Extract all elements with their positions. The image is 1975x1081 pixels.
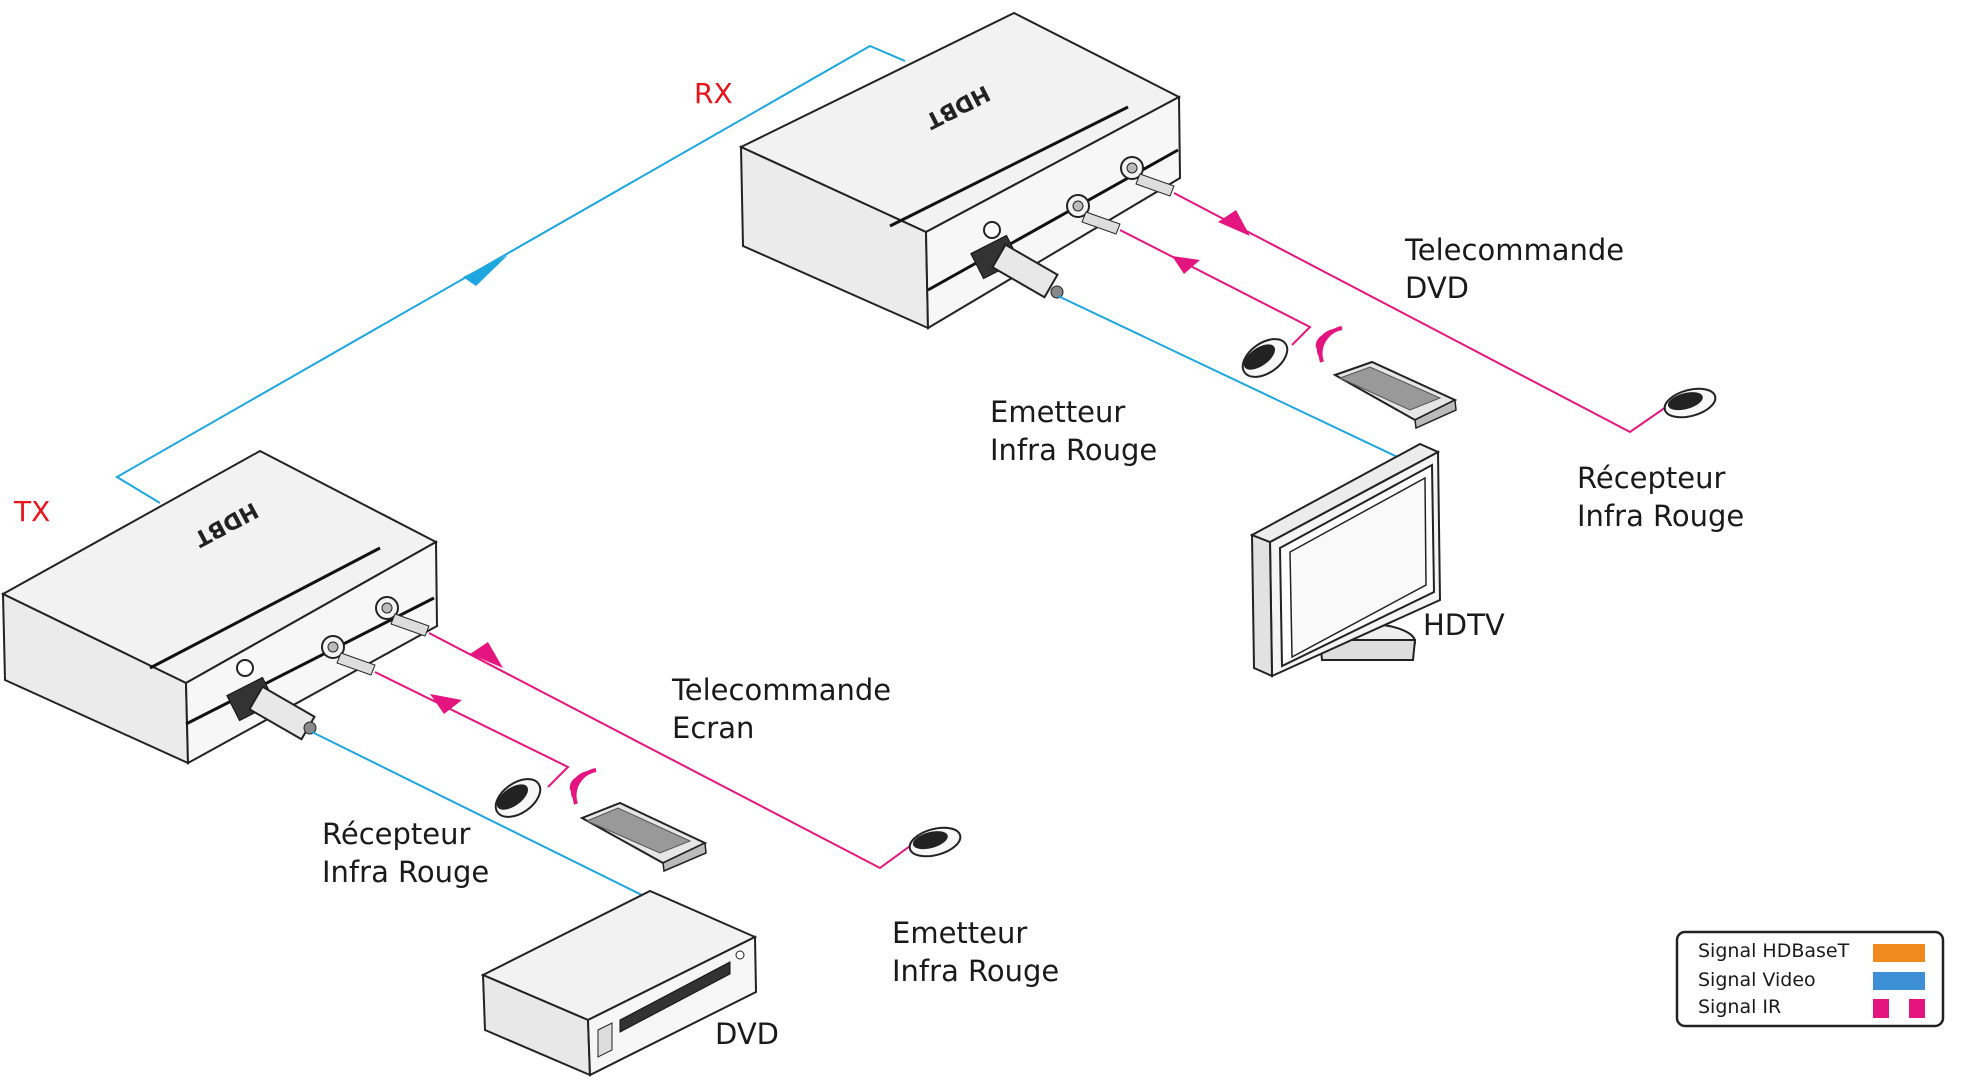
dvd-device [480,889,758,1077]
legend-video-swatch [1873,972,1925,990]
legend: Signal HDBaseT Signal Video Signal IR [1675,930,1945,1028]
emetteur-tx-label-line2: Infra Rouge [892,954,1059,988]
hdtv-label: HDTV [1423,608,1505,642]
rx-ir-waves [1315,326,1343,363]
hdbaset-link [115,44,906,504]
emetteur-rx-label-line1: Emetteur [990,395,1125,429]
legend-video-label: Signal Video [1698,969,1816,991]
telecommande-ecran-label-line1: Telecommande [671,673,891,707]
rx-ir-receiver [1663,387,1717,419]
tx-extender: HDBT [0,449,439,765]
legend-ir-label: Signal IR [1698,996,1781,1018]
recepteur-tx-label-line1: Récepteur [322,817,470,851]
legend-hdbaset-swatch [1873,944,1925,962]
tx-ir-receiver [494,778,542,818]
rx-label: RX [694,77,733,110]
tx-ir-waves [569,768,597,805]
emetteur-tx-label-line1: Emetteur [892,916,1027,950]
hdbaset-direction-arrow [463,255,508,286]
telecommande-ecran-label-line2: Ecran [672,711,754,745]
tx-ir-emitter [908,826,962,858]
tx-ir-lines [374,632,911,870]
telecommande-dvd-label-line2: DVD [1405,271,1469,305]
rx-ir-lines [1119,192,1667,434]
rx-video-line [1057,295,1409,463]
recepteur-rx-label-line1: Récepteur [1577,461,1725,495]
legend-ir-swatch-1 [1873,999,1889,1018]
recepteur-tx-label-line2: Infra Rouge [322,855,489,889]
rx-ir-emitter [1241,338,1289,378]
rx-remote-control [1332,360,1458,430]
dvd-label: DVD [715,1017,779,1051]
recepteur-rx-label-line2: Infra Rouge [1577,499,1744,533]
legend-hdbaset-label: Signal HDBaseT [1698,940,1850,962]
telecommande-dvd-label-line1: Telecommande [1404,233,1624,267]
hdtv-device [1249,442,1442,678]
tx-remote-control [579,801,708,873]
legend-ir-swatch-2 [1909,999,1925,1018]
rx-extender: HDBT [738,11,1182,330]
emetteur-rx-label-line2: Infra Rouge [990,433,1157,467]
rx-hdmi-connector [991,243,1059,299]
tx-label: TX [13,495,50,528]
tx-video-line [311,731,653,901]
